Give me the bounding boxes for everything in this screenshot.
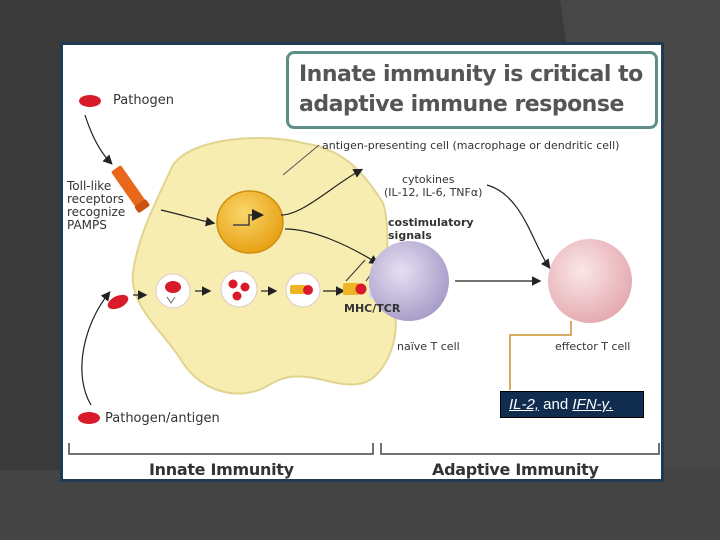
nucleus [216,190,284,254]
adaptive-immunity-label: Adaptive Immunity [432,460,599,479]
effector-t-cell [548,239,632,323]
title-line-1: Innate immunity is critical to [299,62,643,87]
innate-immunity-label: Innate Immunity [149,460,294,479]
pathogen-icon [79,95,101,107]
connector-line [509,321,572,390]
cytokines-label: cytokines (IL-12, IL-6, TNFα) [384,173,483,199]
naive-t-cell-label: naïve T cell [397,340,460,353]
diagram-panel: Innate immunity is critical to adaptive … [60,42,664,482]
apc-label: antigen-presenting cell (macrophage or d… [322,139,620,152]
adaptive-bracket [380,443,660,455]
diagram-graphics [68,95,660,455]
pathogen-antigen-label: Pathogen/antigen [105,411,220,426]
toll-like-receptor [111,165,150,213]
cytokine-note: IL-2, and IFN-γ. [500,391,644,418]
naive-t-cell [369,241,449,321]
costimulatory-label: costimulatory signals [388,216,474,242]
innate-bracket [68,443,374,455]
pathogen-antigen-icon [78,412,100,424]
ifn-text: IFN-γ. [572,396,614,413]
pathogen-label: Pathogen [113,93,175,108]
mhc-tcr-label: MHC/TCR [344,302,401,315]
and-text: and [539,396,573,413]
antigen-presenting-cell [131,137,397,395]
il2-text: IL-2, [509,396,540,413]
title-line-2: adaptive immune response [299,92,624,117]
tlr-label: Toll-like receptors recognize PAMPS [67,179,126,232]
title-box: Innate immunity is critical to adaptive … [286,51,658,129]
effector-t-cell-label: effector T cell [555,340,631,353]
